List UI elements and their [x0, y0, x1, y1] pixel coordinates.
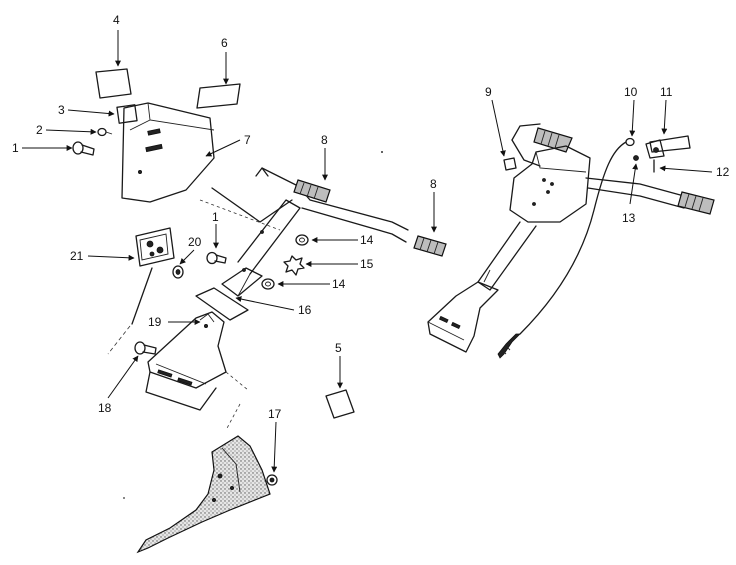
callout-6: 6 — [221, 36, 228, 50]
callout-13: 13 — [622, 211, 636, 225]
bracket-part-21 — [135, 227, 175, 267]
callout-5: 5 — [335, 341, 342, 355]
bolt-part-1-upper — [72, 141, 95, 156]
star-washer-part-15 — [283, 255, 305, 276]
callout-8-lower: 8 — [430, 177, 437, 191]
control-panel-part-7 — [121, 102, 215, 203]
decal-part-6 — [196, 83, 241, 109]
callout-10: 10 — [624, 85, 638, 99]
decal-part-5 — [325, 389, 355, 419]
callout-8-upper: 8 — [321, 133, 328, 147]
lower-frame-part-17 — [136, 435, 271, 554]
nut-part-14-upper — [295, 234, 309, 246]
callout-19: 19 — [148, 315, 162, 329]
cable-end-fitting — [497, 333, 521, 359]
callout-11: 11 — [660, 85, 673, 99]
callout-1-upper: 1 — [12, 141, 19, 155]
callout-4: 4 — [113, 13, 120, 27]
nut-part-14-lower — [261, 278, 275, 290]
bolt-part-1-middle — [206, 251, 227, 265]
callout-16: 16 — [298, 303, 312, 317]
screw-part-2 — [97, 127, 113, 137]
callout-21: 21 — [70, 249, 84, 263]
callout-7: 7 — [244, 133, 251, 147]
callout-14-upper: 14 — [360, 233, 374, 247]
clip-part-20 — [172, 265, 184, 279]
callout-15: 15 — [360, 257, 374, 271]
control-rod — [131, 267, 153, 325]
callout-14-lower: 14 — [332, 277, 346, 291]
handle-base-assembly — [145, 311, 249, 431]
callout-17: 17 — [268, 407, 282, 421]
callout-18: 18 — [98, 401, 112, 415]
callout-1-middle: 1 — [212, 210, 219, 224]
grip-part-8-upper — [293, 179, 331, 203]
throttle-cable — [519, 141, 627, 335]
grip-part-8-lower — [413, 235, 447, 257]
nut-part-17 — [266, 474, 278, 486]
bolt-part-18 — [134, 341, 157, 355]
callout-3: 3 — [58, 103, 65, 117]
callout-20: 20 — [188, 235, 202, 249]
decal-label-part-4 — [95, 68, 132, 99]
callout-12: 12 — [716, 165, 730, 179]
handlebar-assembled — [427, 123, 715, 353]
callout-9: 9 — [485, 85, 492, 99]
leader-lines — [22, 30, 713, 473]
callout-2: 2 — [36, 123, 43, 137]
plate-part-16 — [195, 287, 249, 321]
knob-part-3 — [116, 104, 138, 124]
